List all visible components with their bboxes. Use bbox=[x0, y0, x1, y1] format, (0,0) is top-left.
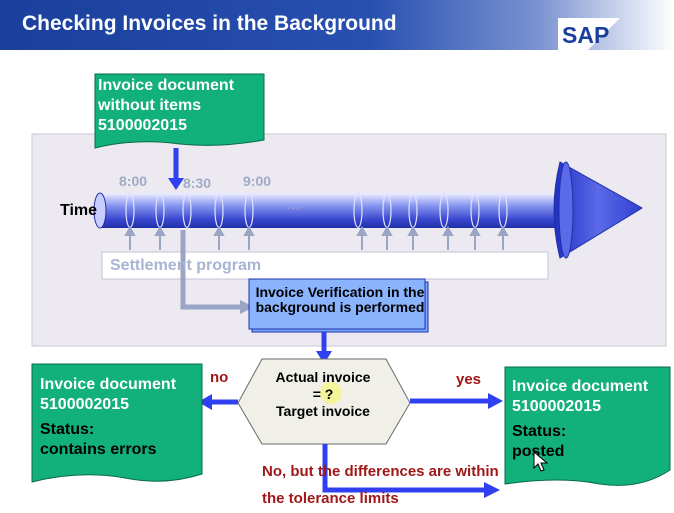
branch-tolerance-label: No, but the differences are within the t… bbox=[262, 463, 499, 507]
arrow-note-to-timeline-head bbox=[168, 178, 184, 190]
note-left-status-label: Status: bbox=[40, 421, 95, 438]
decision-line-3: Target invoice bbox=[276, 403, 370, 419]
decision-label: Actual invoice = ? Target invoice bbox=[262, 369, 384, 420]
branch-yes-label: yes bbox=[456, 371, 482, 388]
note-right-status-value: posted bbox=[512, 443, 565, 460]
arrow-no-head bbox=[198, 394, 212, 410]
settlement-trigger-arrows bbox=[124, 225, 509, 250]
title-bar: Checking Invoices in the Background SAP bbox=[0, 0, 674, 50]
timeline-arrow bbox=[93, 161, 643, 259]
invoice-note-top-text: Invoice document without items 510000201… bbox=[98, 76, 258, 136]
branch-no-label: no bbox=[210, 369, 229, 386]
note-top-line-1: Invoice document bbox=[98, 77, 235, 94]
arrow-verification-to-decision-head bbox=[316, 351, 332, 364]
decision-line-2: = ? bbox=[312, 386, 334, 402]
note-right-status-label: Status: bbox=[512, 423, 567, 440]
page-title: Checking Invoices in the Background bbox=[22, 12, 397, 35]
note-top-line-2: without items bbox=[98, 97, 202, 114]
timeline-ellipsis: … bbox=[286, 196, 301, 213]
tick-label: 9:00 bbox=[243, 173, 272, 189]
note-right-title: Invoice document bbox=[512, 378, 649, 395]
invoice-note-posted bbox=[504, 366, 671, 486]
arrow-tolerance-head bbox=[484, 482, 500, 498]
note-left-number: 5100002015 bbox=[40, 396, 129, 413]
tick-label: 8:30 bbox=[183, 175, 212, 191]
note-left-title: Invoice document bbox=[40, 376, 177, 393]
sap-logo-text: SAP bbox=[562, 22, 609, 48]
note-right-number: 5100002015 bbox=[512, 398, 601, 415]
note-left-status-value: contains errors bbox=[40, 441, 157, 458]
invoice-note-top bbox=[94, 73, 265, 149]
arrow-settlement-to-verification bbox=[180, 230, 254, 314]
invoice-note-posted-text: Invoice document 5100002015 Status: post… bbox=[512, 377, 672, 462]
time-axis-label: Time bbox=[60, 202, 98, 219]
note-top-line-3: 5100002015 bbox=[98, 117, 187, 134]
decision-highlight bbox=[320, 382, 342, 404]
invoice-note-error-text: Invoice document 5100002015 Status: cont… bbox=[40, 375, 200, 460]
verification-label: Invoice Verification in the background i… bbox=[255, 284, 425, 315]
decision-line-1: Actual invoice bbox=[275, 369, 371, 385]
arrow-tolerance bbox=[322, 444, 486, 493]
sap-logo: SAP bbox=[558, 18, 620, 50]
tick-label: 8:00 bbox=[119, 173, 148, 189]
arrow-yes-head bbox=[488, 393, 503, 409]
note-right-status: Status: posted bbox=[512, 422, 672, 462]
settlement-program-box bbox=[101, 251, 549, 280]
settlement-program-label: Settlement program bbox=[110, 257, 262, 274]
mouse-cursor-icon bbox=[533, 451, 549, 472]
invoice-note-error bbox=[31, 363, 203, 483]
verification-box-face bbox=[248, 278, 426, 330]
note-left-status: Status: contains errors bbox=[40, 420, 200, 460]
